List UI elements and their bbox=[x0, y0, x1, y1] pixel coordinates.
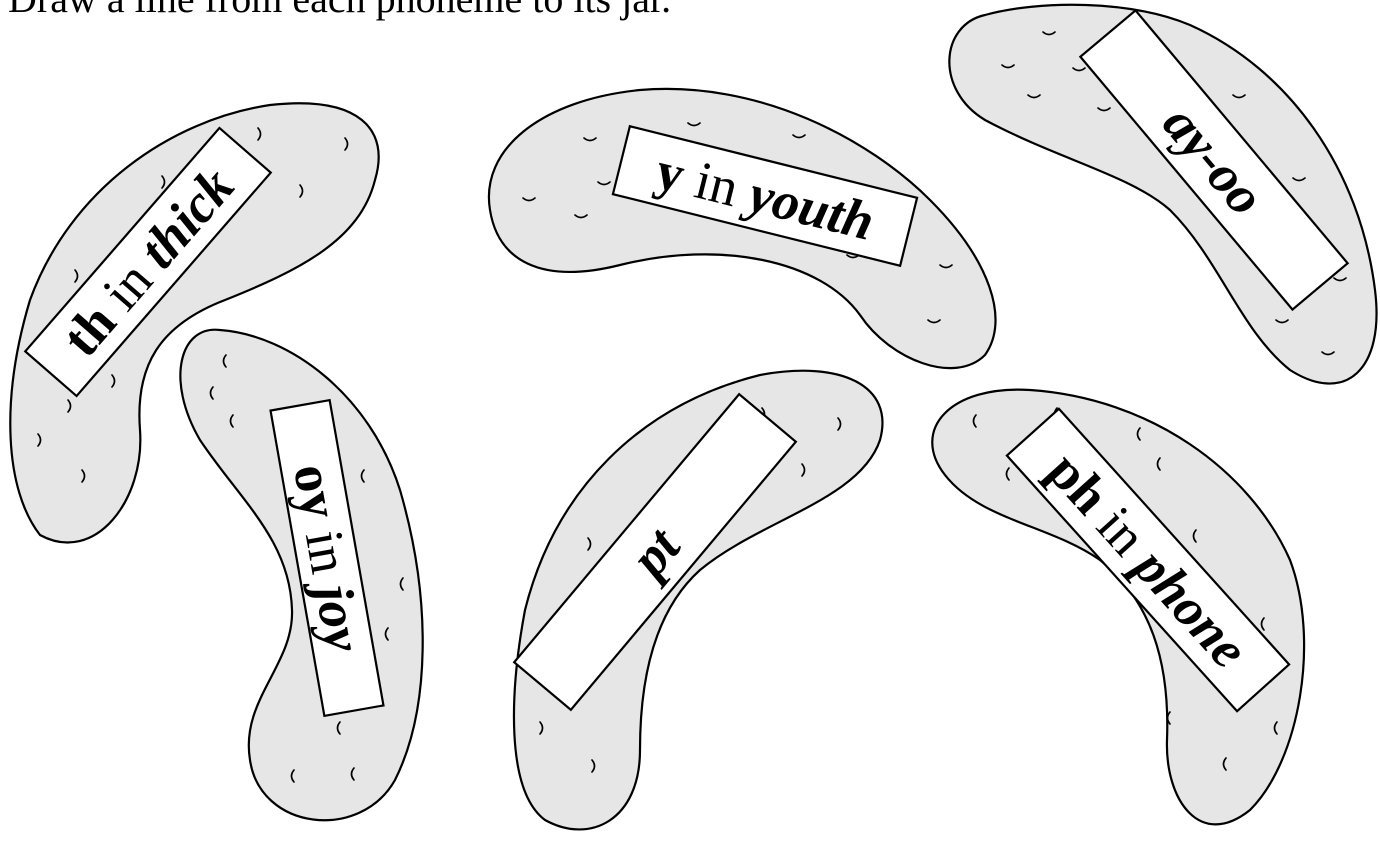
header-text: Draw a line from each phoneme to its jar… bbox=[8, 0, 671, 21]
jar-ph[interactable]: ph in phone bbox=[932, 390, 1304, 825]
jar-ay-oo[interactable]: ay-oo bbox=[949, 5, 1376, 384]
jar-shape bbox=[932, 390, 1304, 825]
jar-shape bbox=[489, 89, 996, 368]
jar-pt[interactable]: pt bbox=[514, 371, 882, 830]
jar-oy[interactable]: oy in joy bbox=[180, 330, 422, 821]
jar-y[interactable]: y in youth bbox=[489, 89, 996, 368]
